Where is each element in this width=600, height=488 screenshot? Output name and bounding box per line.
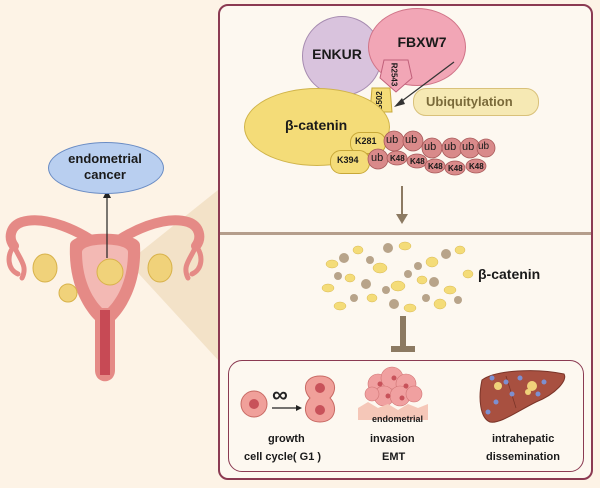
ub-chain <box>367 130 496 176</box>
inhibition-symbol <box>391 316 415 352</box>
panel-divider <box>220 232 591 235</box>
ub-label: ub <box>371 152 384 164</box>
cell-cycle-label: cell cycle( G1 ) <box>244 451 322 463</box>
invasion-illustration <box>358 366 428 420</box>
degraded-beta-catenin-fragments <box>321 241 474 313</box>
r2543-shape <box>379 59 413 93</box>
dissemination-label: dissemination <box>486 451 560 463</box>
uterus-illustration <box>5 190 205 382</box>
k394-blob <box>330 150 370 174</box>
k48-label: K48 <box>469 162 484 171</box>
k48-label: K48 <box>390 154 405 163</box>
ubiquitylation-label: Ubiquitylation <box>426 94 513 109</box>
k48-label: K48 <box>410 157 425 166</box>
intrahepatic-label: intrahepatic <box>492 433 555 445</box>
liver-illustration <box>479 370 566 423</box>
endometrial-tag: endometrial <box>372 414 424 424</box>
fbxw7-label: FBXW7 <box>397 34 447 50</box>
beta-catenin-label: β-catenin <box>285 117 348 133</box>
ub-label: ub <box>444 141 457 153</box>
k48-label: K48 <box>428 162 443 171</box>
ub-label: ub <box>462 141 475 153</box>
degraded-beta-catenin-label: β-catenin <box>478 266 541 282</box>
ub-label: ub <box>478 141 490 152</box>
svg-text:∞: ∞ <box>272 382 288 407</box>
bubble-line1: endometrial <box>68 151 142 166</box>
ubiquitylation-arrow <box>394 61 455 107</box>
k48-label: K48 <box>448 164 463 173</box>
degradation-arrow <box>396 186 408 224</box>
ub-label: ub <box>386 134 399 146</box>
cell-division-illustration: ∞ <box>240 375 336 423</box>
bubble-line2: cancer <box>84 167 126 182</box>
growth-label: growth <box>268 433 305 445</box>
endometrial-cancer-bubble <box>48 142 164 194</box>
ubiquitylation-pill <box>413 88 539 116</box>
enkur-label: ENKUR <box>312 46 362 62</box>
emt-label: EMT <box>382 451 406 463</box>
ub-label: ub <box>405 134 418 146</box>
k281-label: K281 <box>355 136 377 146</box>
ub-label: ub <box>424 141 437 153</box>
k394-label: K394 <box>337 155 359 165</box>
invasion-label: invasion <box>370 433 415 445</box>
